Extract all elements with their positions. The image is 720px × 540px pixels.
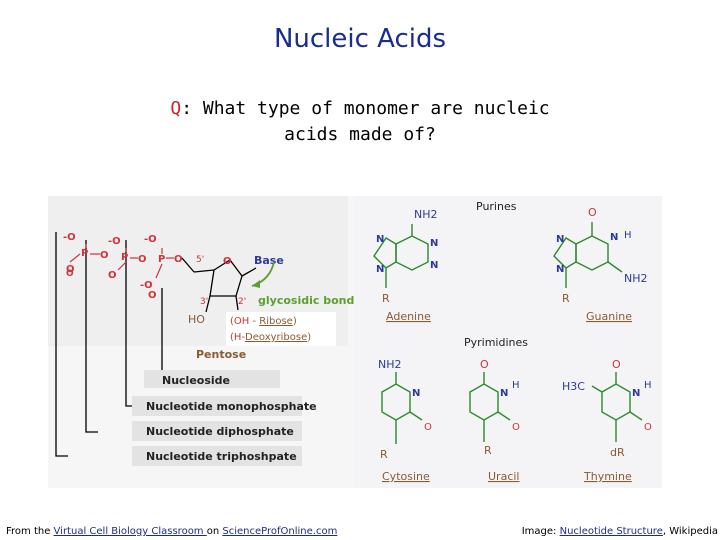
nucleotide-structure-link[interactable]: Nucleotide Structure (559, 526, 663, 537)
adenine-r: R (382, 292, 390, 305)
svg-text:N: N (556, 234, 564, 245)
svg-text:O: O (138, 254, 147, 265)
nucleotide-structure-figure: Nucleoside Nucleotide monophosphate Nucl… (48, 196, 662, 488)
svg-text:N: N (430, 260, 438, 271)
adenine-top: NH2 (414, 208, 438, 221)
three-prime: 3' (200, 297, 208, 307)
adenine-structure (373, 224, 429, 288)
svg-text:N: N (500, 388, 508, 399)
svg-text:O: O (108, 270, 117, 281)
phosphate-chain: -O P O O O -O P O O -O P -O O (63, 232, 165, 301)
svg-text:N: N (376, 234, 384, 245)
svg-text:P: P (121, 252, 128, 263)
pentose-ring (181, 257, 257, 313)
two-prime: 2' (238, 297, 246, 307)
ho-label: HO (188, 313, 205, 326)
svg-text:O: O (644, 422, 652, 433)
uracil-top: O (480, 358, 489, 371)
svg-text:-O: -O (108, 236, 121, 247)
guanine-structure (553, 222, 623, 288)
bracket-triphosphate (132, 446, 302, 466)
virtual-cell-link[interactable]: Virtual Cell Biology Classroom (53, 526, 207, 537)
uracil-name: Uracil (488, 470, 519, 483)
svg-text:N: N (430, 238, 438, 249)
svg-text:N: N (412, 388, 420, 399)
ring-oxygen: O (223, 256, 232, 267)
svg-text:H: H (512, 380, 520, 391)
scienceprofonline-link[interactable]: ScienceProfOnline.com (222, 526, 338, 537)
svg-text:N: N (610, 232, 618, 243)
credit-right: Image: Nucleotide Structure, Wikipedia (521, 526, 718, 537)
svg-text:P: P (158, 254, 165, 265)
base-label: Base (254, 254, 284, 267)
svg-text:O: O (512, 422, 520, 433)
pentose-label: Pentose (196, 348, 246, 361)
svg-text:N: N (556, 264, 564, 275)
svg-text:-O: -O (63, 232, 76, 243)
label-triphosphate: Nucleotide triphoshpate (146, 450, 297, 463)
svg-text:H: H (644, 380, 652, 391)
label-diphosphate: Nucleotide diphosphate (146, 425, 294, 438)
guanine-r: R (562, 292, 570, 305)
question-prefix: Q (170, 98, 182, 119)
svg-text:O: O (148, 290, 157, 301)
svg-text:P: P (81, 248, 88, 259)
svg-text:N: N (376, 264, 384, 275)
deoxyribose-line: (H-Deoxyribose) (230, 332, 311, 343)
guanine-top: O (588, 206, 597, 219)
cytosine-r: R (380, 448, 388, 461)
cytosine-name: Cytosine (382, 470, 430, 483)
cytosine-top: NH2 (378, 358, 402, 371)
slide-title: Nucleic Acids (273, 24, 447, 54)
uracil-structure (469, 372, 511, 442)
svg-text:O: O (424, 422, 432, 433)
svg-text:H: H (624, 230, 632, 241)
guanine-nh2: NH2 (624, 272, 648, 285)
bracket-nucleoside (144, 370, 280, 388)
label-monophosphate: Nucleotide monophosphate (146, 400, 317, 413)
question-body: : What type of monomer are nucleic acids… (181, 98, 550, 145)
svg-text:O: O (174, 254, 183, 265)
svg-text:-O: -O (140, 280, 153, 291)
svg-text:O: O (66, 269, 74, 279)
ribose-line: (OH - Ribose) (230, 316, 297, 327)
label-nucleoside: Nucleoside (162, 374, 230, 387)
guanine-name: Guanine (586, 310, 632, 323)
svg-text:O: O (66, 264, 75, 275)
thymine-top: O (612, 358, 621, 371)
cytosine-structure (381, 372, 423, 444)
purines-heading: Purines (476, 200, 517, 213)
bracket-monophosphate (132, 396, 302, 416)
uracil-r: R (484, 444, 492, 457)
thymine-structure (591, 372, 643, 442)
svg-text:-O: -O (144, 234, 157, 245)
svg-text:N: N (632, 388, 640, 399)
thymine-dr: dR (610, 446, 625, 459)
question-text: Q: What type of monomer are nucleic acid… (150, 96, 570, 148)
thymine-name: Thymine (583, 470, 632, 483)
five-prime: 5' (196, 255, 204, 265)
pyrimidines-heading: Pyrimidines (464, 336, 528, 349)
credit-left: From the Virtual Cell Biology Classroom … (6, 526, 338, 537)
thymine-h3c: H3C (562, 380, 585, 393)
adenine-name: Adenine (386, 310, 431, 323)
glycosidic-bond-label: glycosidic bond (258, 294, 354, 307)
svg-text:O: O (100, 250, 109, 261)
bracket-diphosphate (132, 421, 302, 441)
